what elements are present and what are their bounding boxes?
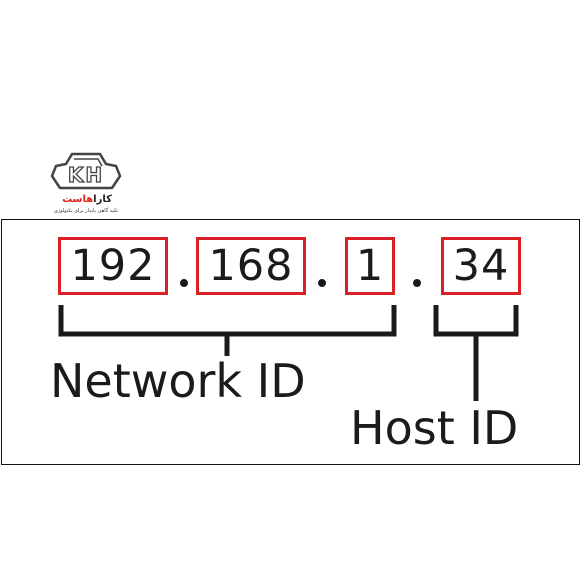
octet-value-3: 1 bbox=[355, 240, 385, 291]
octet-value-4: 34 bbox=[452, 240, 510, 291]
diagram-frame bbox=[1, 219, 580, 465]
svg-text:KH: KH bbox=[68, 163, 104, 187]
brand-name-accent: هاست bbox=[62, 194, 94, 205]
host-id-label: Host ID bbox=[350, 401, 519, 455]
octet-box-3: 1 bbox=[345, 237, 395, 295]
octet-separator-dot bbox=[180, 279, 188, 287]
kh-emblem-icon: KH bbox=[50, 152, 122, 190]
octet-value-2: 168 bbox=[208, 240, 294, 291]
brand-logo: KH کاراهاست تکیه گاهی پایدار برای تکنولو… bbox=[46, 150, 126, 220]
network-bracket bbox=[58, 305, 397, 337]
octet-box-2: 168 bbox=[196, 237, 306, 295]
octet-separator-dot bbox=[318, 279, 326, 287]
octet-box-1: 192 bbox=[58, 237, 168, 295]
brand-name: کاراهاست bbox=[62, 194, 112, 205]
octet-value-1: 192 bbox=[70, 240, 156, 291]
host-bracket bbox=[433, 305, 519, 337]
octet-separator-dot bbox=[413, 279, 421, 287]
brand-tagline: تکیه گاهی پایدار برای تکنولوژی bbox=[53, 208, 119, 214]
network-id-label: Network ID bbox=[50, 354, 306, 408]
octet-box-4: 34 bbox=[441, 237, 521, 295]
